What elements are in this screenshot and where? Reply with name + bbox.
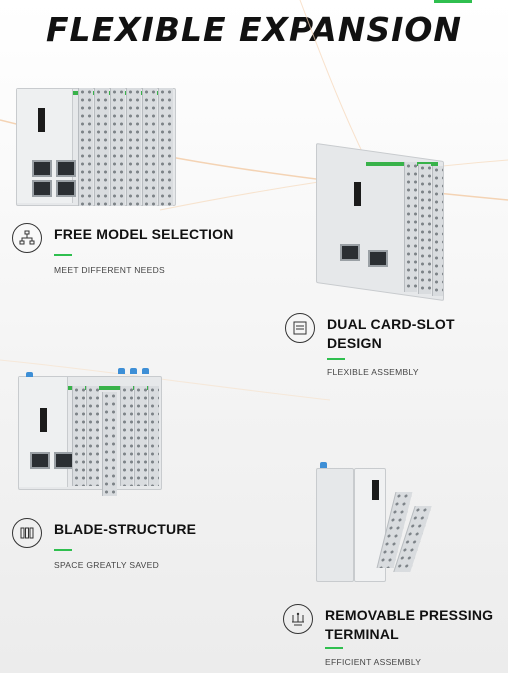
plc-device-blade [18, 368, 162, 496]
plc-device-free-selection [16, 88, 176, 206]
blade-module-icon [12, 518, 42, 548]
page-title: FLEXIBLE EXPANSION [45, 10, 463, 49]
feature-heading: REMOVABLE PRESSING TERMINAL [325, 607, 494, 642]
feature-subtitle: EFFICIENT ASSEMBLY [325, 657, 422, 667]
feature-accent-bar [54, 254, 72, 256]
feature-free-model-selection: FREE MODEL SELECTION MEET DIFFERENT NEED… [12, 223, 252, 283]
feature-removable-terminal: REMOVABLE PRESSING TERMINAL EFFICIENT AS… [283, 604, 505, 672]
feature-heading: BLADE-STRUCTURE [54, 521, 197, 537]
feature-dual-card-slot: DUAL CARD-SLOT DESIGN FLEXIBLE ASSEMBLY [285, 313, 505, 383]
feature-subtitle: MEET DIFFERENT NEEDS [54, 265, 166, 275]
feature-accent-bar [54, 549, 72, 551]
card-slot-icon [285, 313, 315, 343]
pressing-terminal-icon [283, 604, 313, 634]
top-accent-bar [434, 0, 472, 3]
feature-subtitle: FLEXIBLE ASSEMBLY [327, 367, 419, 377]
feature-accent-bar [327, 358, 345, 360]
feature-blade-structure: BLADE-STRUCTURE SPACE GREATLY SAVED [12, 518, 252, 578]
feature-heading: DUAL CARD-SLOT DESIGN [327, 316, 455, 351]
feature-heading: FREE MODEL SELECTION [54, 226, 234, 242]
feature-accent-bar [325, 647, 343, 649]
terminal-module-device [316, 462, 432, 582]
feature-subtitle: SPACE GREATLY SAVED [54, 560, 160, 570]
plc-device-dual-slot [316, 143, 444, 301]
network-hierarchy-icon [12, 223, 42, 253]
